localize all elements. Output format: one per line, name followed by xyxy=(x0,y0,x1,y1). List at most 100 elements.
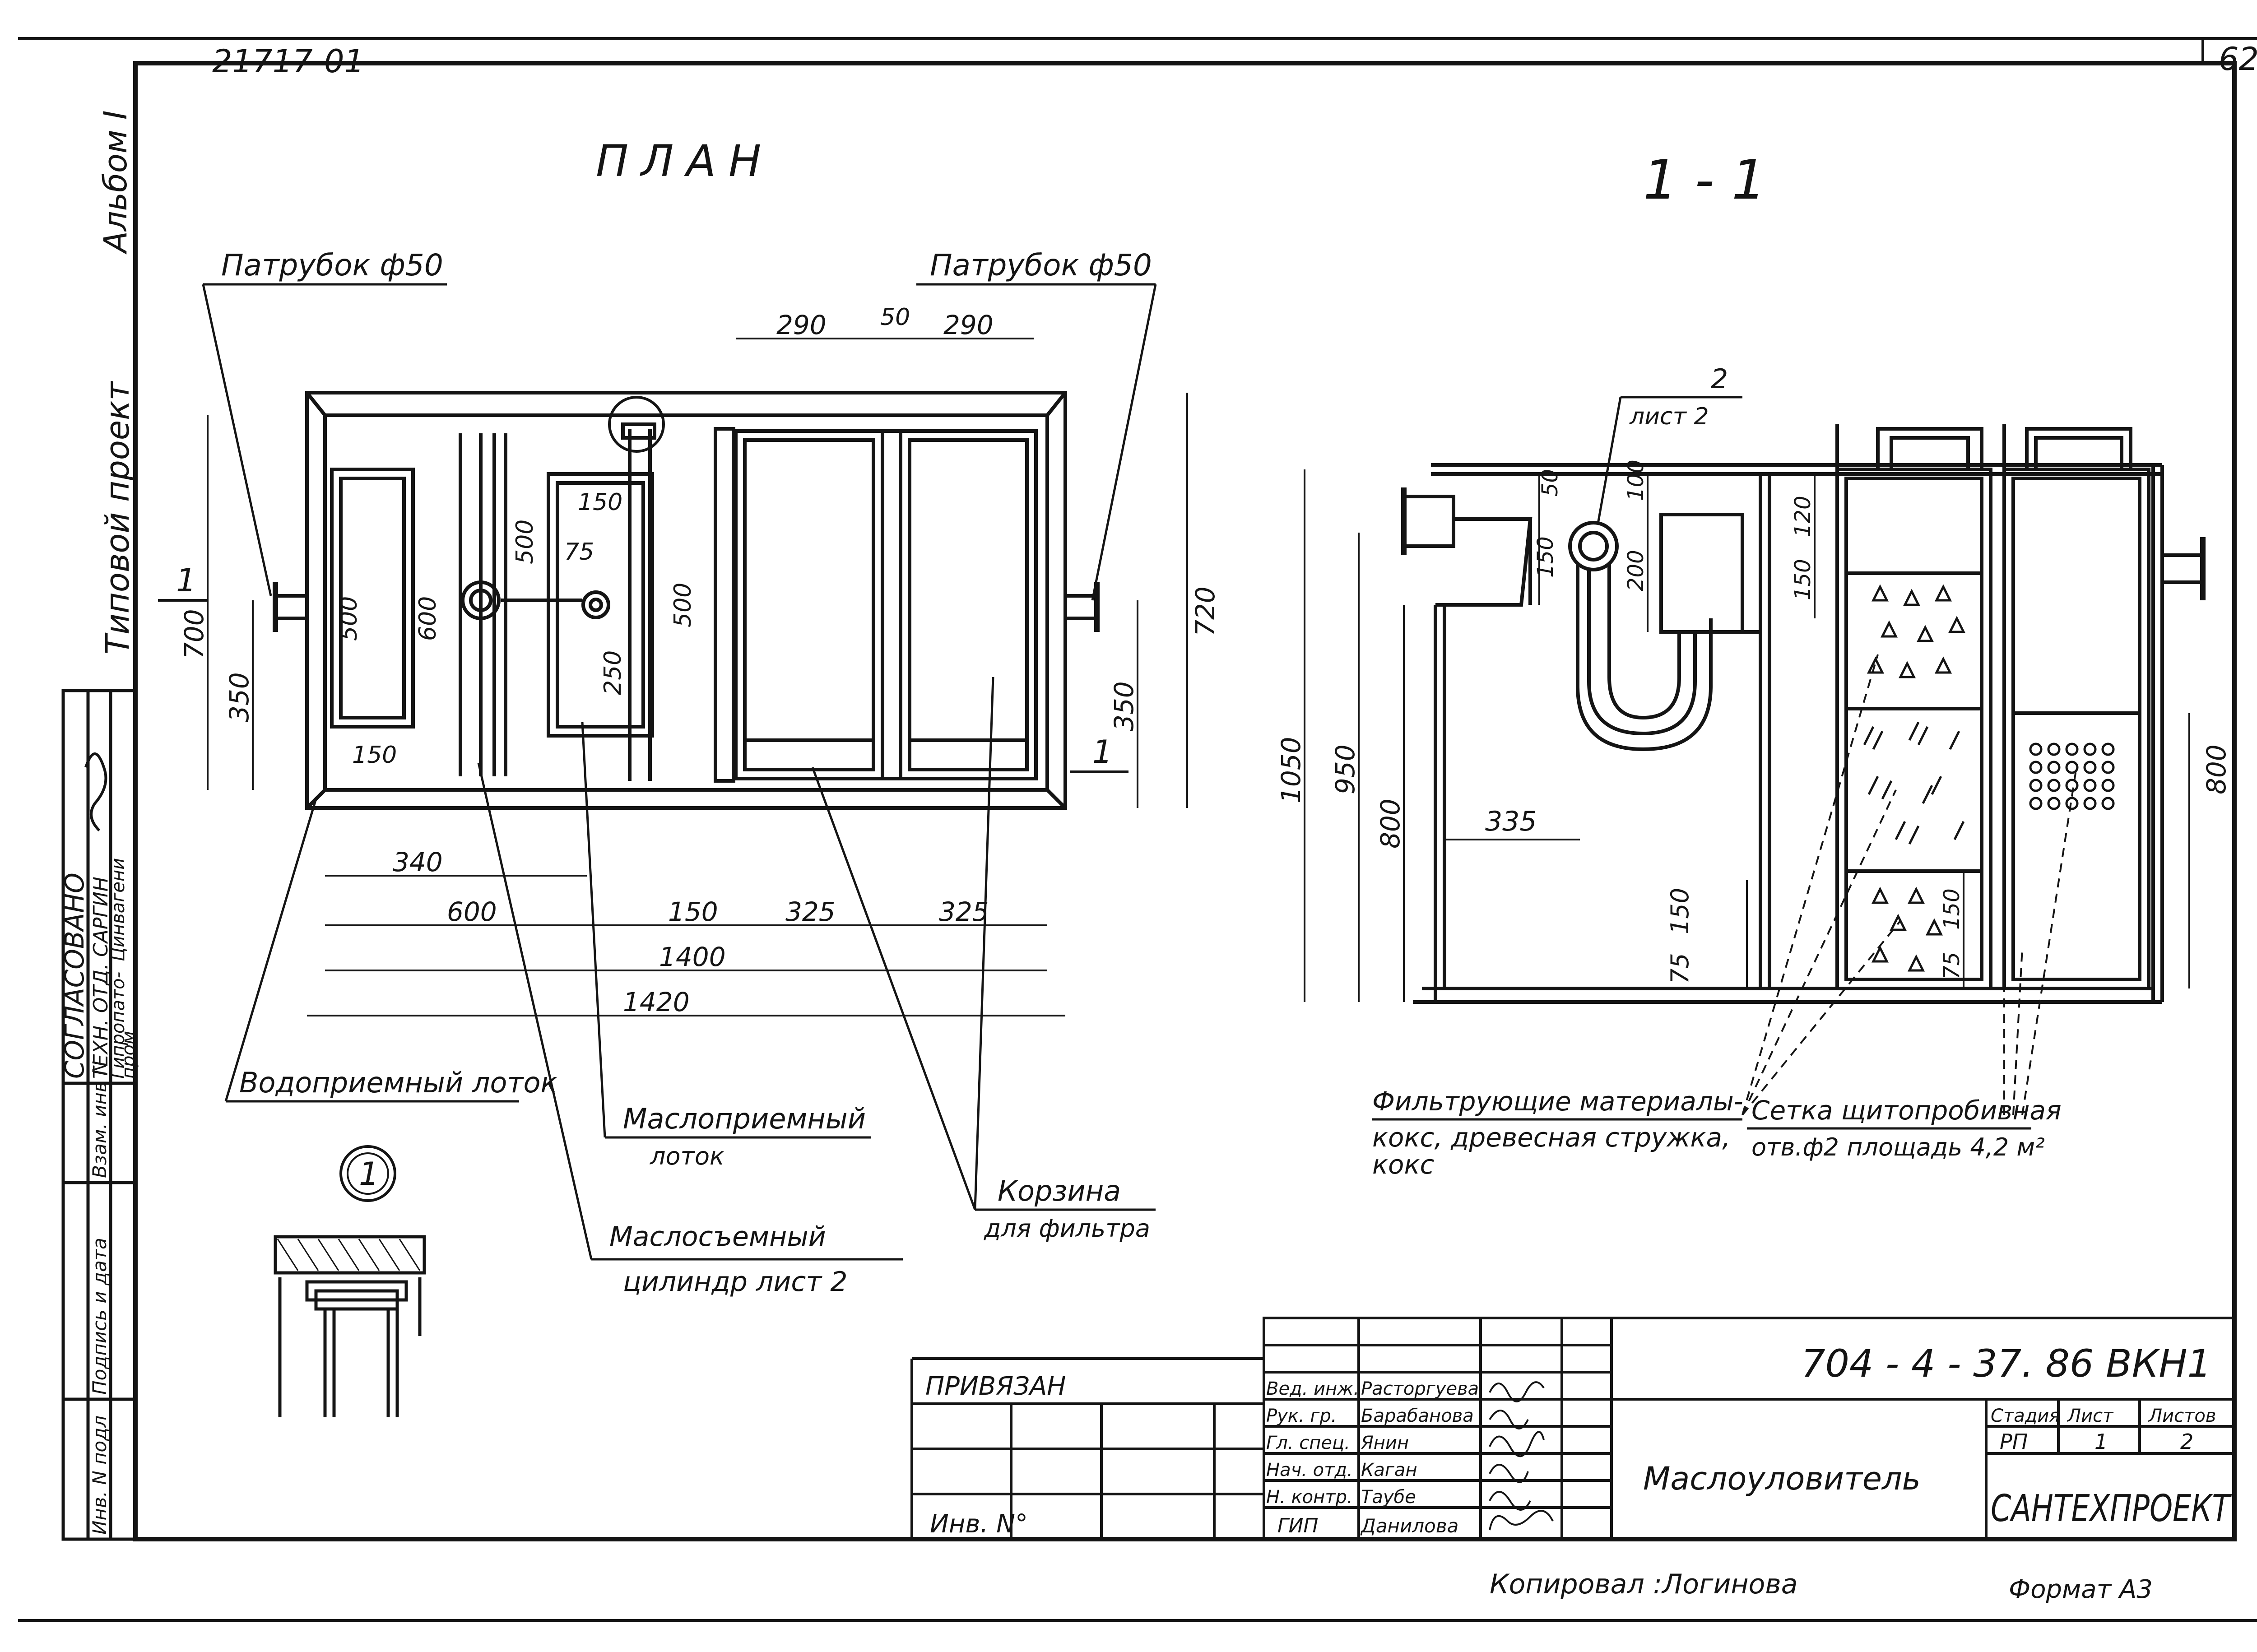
archive-number: 21717-01 xyxy=(212,43,364,80)
signature-stamp xyxy=(84,752,107,832)
dim-75b: 75 xyxy=(1939,952,1964,979)
mesh-label-1: Сетка щитопробивная xyxy=(1751,1095,2062,1126)
stage-value: РП xyxy=(2000,1429,2028,1454)
dim-150: 150 xyxy=(1533,536,1558,578)
cylinder-label-1: Маслосъемный xyxy=(609,1221,826,1253)
oil-tray-label-1: Маслоприемный xyxy=(623,1102,866,1135)
dim-75: 75 xyxy=(1666,953,1694,984)
role-5: Н. контр. xyxy=(1266,1487,1353,1508)
dim-bot-1420: 1420 xyxy=(623,987,690,1017)
sheet-ref-number: 2 xyxy=(1711,363,1728,395)
wood-shavings-fill xyxy=(1863,721,1965,845)
dim-bot-340: 340 xyxy=(393,847,443,877)
stamp-agreed: СОГЛАСОВАНО xyxy=(59,872,90,1079)
section-mark-right: 1 xyxy=(1092,733,1113,770)
basket-label-1: Корзина xyxy=(998,1174,1121,1207)
inlet-label: Патрубок ф50 xyxy=(221,248,443,283)
sheet-number: 62 xyxy=(2219,41,2257,78)
cylinder-label-2: цилиндр лист 2 xyxy=(623,1266,848,1298)
dim-150d: 150 xyxy=(1939,888,1964,930)
cylinder xyxy=(461,580,501,620)
document-code: 704 - 4 - 37. 86 ВКН1 xyxy=(1801,1341,2211,1386)
role-2: Рук. гр. xyxy=(1266,1406,1337,1426)
role-4: Нач. отд. xyxy=(1266,1460,1353,1480)
document-name: Маслоуловитель xyxy=(1643,1460,1921,1497)
signatures xyxy=(1489,1381,1554,1531)
dim-bot-325a: 325 xyxy=(785,896,836,927)
name-5: Таубе xyxy=(1361,1487,1416,1508)
dim-top-290b: 290 xyxy=(943,310,994,340)
dim-inner-150b: 150 xyxy=(578,489,622,516)
dim-inner-500c: 500 xyxy=(669,583,697,627)
dim-inner-250: 250 xyxy=(599,650,627,695)
role-6: ГИП xyxy=(1277,1514,1319,1537)
stamp-row-3: Гипропато- xyxy=(108,972,129,1079)
dim-inner-500a: 500 xyxy=(335,596,362,641)
filter-basket-1 xyxy=(734,429,884,780)
dim-bot-600: 600 xyxy=(447,896,497,927)
dim-bot-1400: 1400 xyxy=(659,942,726,972)
mesh-label-2: отв.ф2 площадь 4,2 м² xyxy=(1751,1133,2045,1161)
filter-materials-1: Фильтрующие материалы- xyxy=(1372,1086,1743,1117)
dim-100: 100 xyxy=(1623,459,1649,501)
section-mark-left: 1 xyxy=(176,562,196,599)
oil-tray xyxy=(547,472,654,738)
section-filter-basket xyxy=(1835,468,1992,990)
detail-1-mark: 1 xyxy=(359,1155,379,1193)
dim-950: 950 xyxy=(1330,744,1361,794)
dim-top-50: 50 xyxy=(880,304,910,331)
album-note: Альбом I xyxy=(97,110,134,255)
dim-left-700: 700 xyxy=(179,609,209,659)
dim-left-350: 350 xyxy=(224,672,255,722)
stamp-row-2: САРГИН xyxy=(89,877,112,957)
filter-materials-3: кокс xyxy=(1372,1149,1435,1180)
dim-1050: 1050 xyxy=(1276,737,1306,803)
name-1: Расторгуева xyxy=(1361,1378,1479,1399)
section-title: 1 - 1 xyxy=(1643,149,1766,212)
stamp-box-2: Подпись и дата xyxy=(88,1238,111,1395)
section-view: 1 - 1 xyxy=(1276,149,2232,1180)
copied-by: Копировал :Логинова xyxy=(1490,1568,1798,1600)
plan-title: ПЛАН xyxy=(596,136,774,186)
dim-right-720: 720 xyxy=(1190,586,1221,636)
outlet-label: Патрубок ф50 xyxy=(930,248,1152,283)
bound-label: ПРИВЯЗАН xyxy=(925,1372,1066,1401)
coke-fill-top xyxy=(1867,584,1966,678)
dim-120: 120 xyxy=(1790,496,1816,537)
role-3: Гл. спец. xyxy=(1266,1433,1350,1453)
dim-150c: 150 xyxy=(1790,559,1816,600)
sheet-header: Лист xyxy=(2067,1406,2114,1426)
dim-top-290a: 290 xyxy=(776,310,827,340)
basket-label-2: для фильтра xyxy=(984,1214,1150,1243)
perforated-mesh xyxy=(2029,742,2115,810)
filter-basket-2 xyxy=(899,429,1038,780)
name-3: Янин xyxy=(1361,1433,1409,1453)
stamp-row-4: Цинвагени xyxy=(108,858,129,961)
format-label: Формат А3 xyxy=(2009,1575,2153,1604)
name-2: Барабанова xyxy=(1361,1406,1474,1426)
title-block: ПРИВЯЗАН Инв. N° Вед. инж. Расторгуева Р… xyxy=(910,1317,2236,1604)
dim-150b: 150 xyxy=(1666,888,1694,934)
role-1: Вед. инж. xyxy=(1266,1378,1359,1399)
sheets-header: Листов xyxy=(2148,1406,2216,1426)
name-6: Данилова xyxy=(1360,1515,1458,1537)
left-stamp: СОГЛАСОВАНО ТЕХН. ОТД. САРГИН Гипропато-… xyxy=(59,689,139,1541)
dim-inner-75: 75 xyxy=(564,538,594,566)
inventory-label: Инв. N° xyxy=(930,1509,1028,1539)
organization: САНТЕХПРОЕКТ xyxy=(1991,1487,2232,1530)
oil-tray-label-2: лоток xyxy=(650,1142,724,1170)
stamp-box-3: Инв. N подл xyxy=(88,1415,111,1535)
stamp-row-5: пром xyxy=(118,1031,139,1079)
dim-bot-150: 150 xyxy=(668,896,718,927)
filter-materials-2: кокс, древесная стружка, xyxy=(1372,1122,1731,1153)
sheet-ref-label: лист 2 xyxy=(1629,403,1709,430)
coke-fill-bottom xyxy=(1871,886,1943,972)
dim-inner-600: 600 xyxy=(414,596,441,641)
water-tray xyxy=(330,468,415,729)
detail-1: 1 xyxy=(274,1145,426,1417)
water-tray-label: Водоприемный лоток xyxy=(239,1066,557,1099)
dim-200: 200 xyxy=(1623,550,1649,591)
dim-inner-150a: 150 xyxy=(352,742,397,769)
dim-800: 800 xyxy=(1375,798,1406,849)
